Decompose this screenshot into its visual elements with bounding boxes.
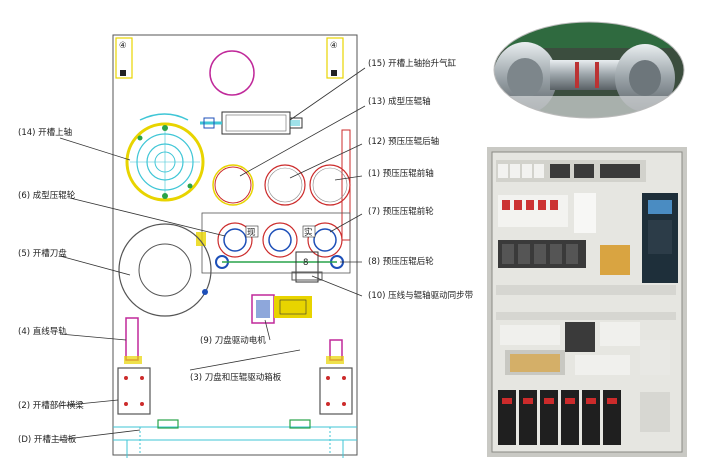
roller-wheel-row: 现 实 <box>196 212 351 274</box>
roller-mark-b: 实 <box>304 227 313 238</box>
linear-guide-right <box>326 339 344 364</box>
photo-oval-border <box>493 21 685 119</box>
beam-block-left <box>117 367 151 415</box>
base-foot-left <box>157 419 179 429</box>
base-foot-right <box>289 419 311 429</box>
label-blade-motor: (9) 刀盘驱动电机 <box>200 335 266 346</box>
roller-mark-a: 现 <box>247 228 256 238</box>
corner-mark-right: ④ <box>330 41 338 51</box>
label-slotting-blade-disc: (5) 开槽刀盘 <box>18 248 67 259</box>
upper-magenta-circle <box>209 50 255 96</box>
slotting-blade-disc <box>118 223 212 317</box>
label-main-wall-plate: (D) 开槽主墙板 <box>18 434 77 445</box>
roller-assembly-photo <box>494 22 684 118</box>
red-side-bar <box>341 129 351 241</box>
label-prepress-front-shaft: (1) 预压压辊前轴 <box>368 168 434 179</box>
label-forming-shaft: (13) 成型压辊轴 <box>368 96 431 107</box>
linear-guide-left <box>124 317 142 364</box>
corner-block-right: ④ <box>326 37 344 79</box>
label-lift-cylinder: (15) 开槽上轴抬升气缸 <box>368 58 457 69</box>
label-prepress-rear-shaft: (12) 预压压辊后轴 <box>368 136 439 147</box>
blade-drive-motor <box>251 294 312 324</box>
label-forming-wheel: (6) 成型压辊轮 <box>18 190 76 201</box>
corner-mark-left: ④ <box>119 41 127 51</box>
main-frame <box>112 34 358 458</box>
label-drive-box-plate: (3) 刀盘和压辊驱动箱板 <box>190 372 282 383</box>
label-sync-belt: (10) 压线与辊轴驱动同步带 <box>368 290 474 301</box>
label-slotting-beam: (2) 开槽部件横梁 <box>18 400 84 411</box>
lift-cylinder <box>200 111 303 135</box>
label-prepress-front-wheel: (7) 预压压辊前轮 <box>368 206 434 217</box>
sync-belt-box: 8 <box>291 251 323 283</box>
callout-labels: (15) 开槽上轴抬升气缸 (13) 成型压辊轴 (12) 预压压辊后轴 (1)… <box>18 58 474 445</box>
corner-block-left: ④ <box>115 37 133 79</box>
leader-lines <box>57 67 366 441</box>
slotting-upper-shaft <box>125 113 205 202</box>
control-cabinet-photo <box>487 147 687 457</box>
top-roller-row <box>212 164 351 206</box>
label-linear-guide: (4) 直线导轨 <box>18 326 67 337</box>
belt-box-number: 8 <box>303 258 308 268</box>
label-prepress-rear-wheel: (8) 预压压辊后轮 <box>368 256 434 267</box>
beam-block-right <box>319 367 353 415</box>
label-slotting-upper-shaft: (14) 开槽上轴 <box>18 127 72 138</box>
